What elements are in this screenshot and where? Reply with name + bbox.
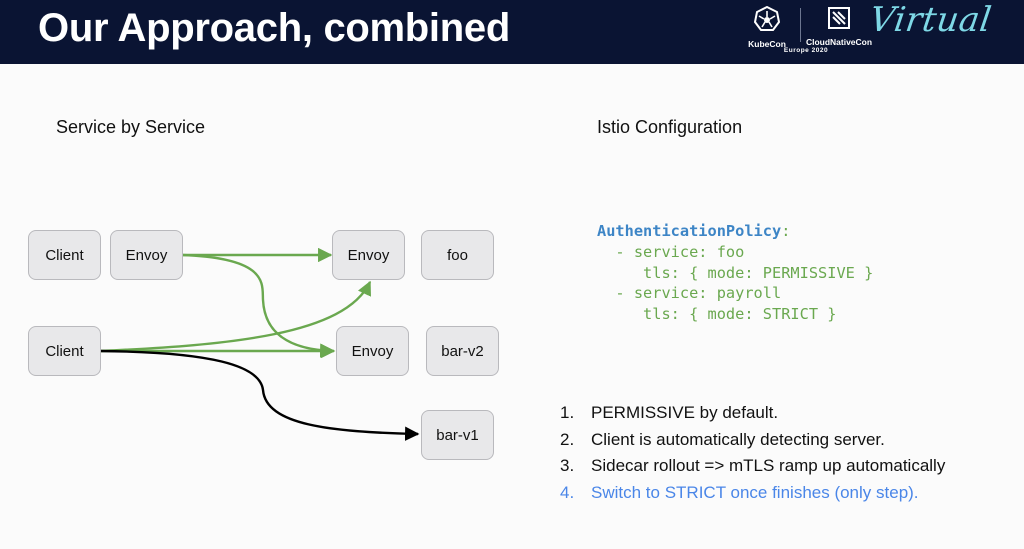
- envoy-foo-node: Envoy: [332, 230, 405, 280]
- cncf-label: CloudNativeCon: [805, 37, 873, 47]
- step-number: 3.: [560, 456, 575, 475]
- code-line-3: - service: payroll: [597, 284, 782, 303]
- code-keyword: AuthenticationPolicy: [597, 222, 782, 240]
- foo-service-node: foo: [421, 230, 494, 280]
- step-number: 1.: [560, 403, 575, 422]
- step-item: 1. PERMISSIVE by default.: [560, 400, 945, 427]
- slide-title: Our Approach, combined: [38, 6, 510, 50]
- step-text: Switch to STRICT once finishes (only ste…: [591, 482, 919, 502]
- code-line-2: tls: { mode: PERMISSIVE }: [597, 263, 874, 282]
- step-item: 2. Client is automatically detecting serv…: [560, 427, 945, 454]
- step-text: Client is automatically detecting server…: [591, 429, 885, 449]
- bar-v2-node: bar-v2: [426, 326, 499, 376]
- virtual-wordmark: Virtual: [867, 0, 995, 40]
- cncf-mark: CloudNativeCon: [804, 6, 874, 47]
- envoy-sidecar-node: Envoy: [110, 230, 183, 280]
- step-number: 2.: [560, 429, 575, 449]
- edge-envoy-to-envoy-bar: [181, 253, 335, 358]
- kubecon-label: KubeCon: [748, 39, 786, 49]
- code-line-1: - service: foo: [597, 242, 745, 261]
- envoy-bar-node: Envoy: [336, 326, 409, 376]
- steps-list: 1. PERMISSIVE by default. 2. Client is aut…: [560, 400, 945, 506]
- step-item-highlighted: 4. Switch to STRICT once finishes (only s…: [560, 480, 945, 507]
- client-node-2: Client: [28, 326, 101, 376]
- step-text: Sidecar rollout => mTLS ramp up automati…: [591, 456, 946, 475]
- event-label: Europe 2020: [783, 47, 829, 54]
- istio-config-code: AuthenticationPolicy: - service: foo tls…: [597, 221, 873, 325]
- kubernetes-wheel-icon: [753, 5, 781, 31]
- kubecon-mark: KubeCon: [736, 5, 798, 49]
- slide-header: Our Approach, combined KubeCon CloudN: [0, 0, 1024, 64]
- cncf-icon: [828, 7, 850, 29]
- bar-v1-node: bar-v1: [421, 410, 494, 460]
- code-colon: :: [781, 222, 791, 240]
- client-node-1: Client: [28, 230, 101, 280]
- code-line-4: tls: { mode: STRICT }: [597, 305, 837, 324]
- logo-divider: [800, 8, 801, 42]
- left-heading: Service by Service: [56, 117, 206, 137]
- right-heading: Istio Configuration: [597, 117, 743, 137]
- kubecon-logo: KubeCon CloudNativeCon Europe 2020: [736, 5, 872, 58]
- edge-client-to-envoy-foo: [99, 280, 372, 353]
- step-text: PERMISSIVE by default.: [591, 403, 779, 422]
- step-number: 4.: [560, 482, 575, 502]
- step-item: 3. Sidecar rollout => mTLS ramp up automa…: [560, 453, 945, 480]
